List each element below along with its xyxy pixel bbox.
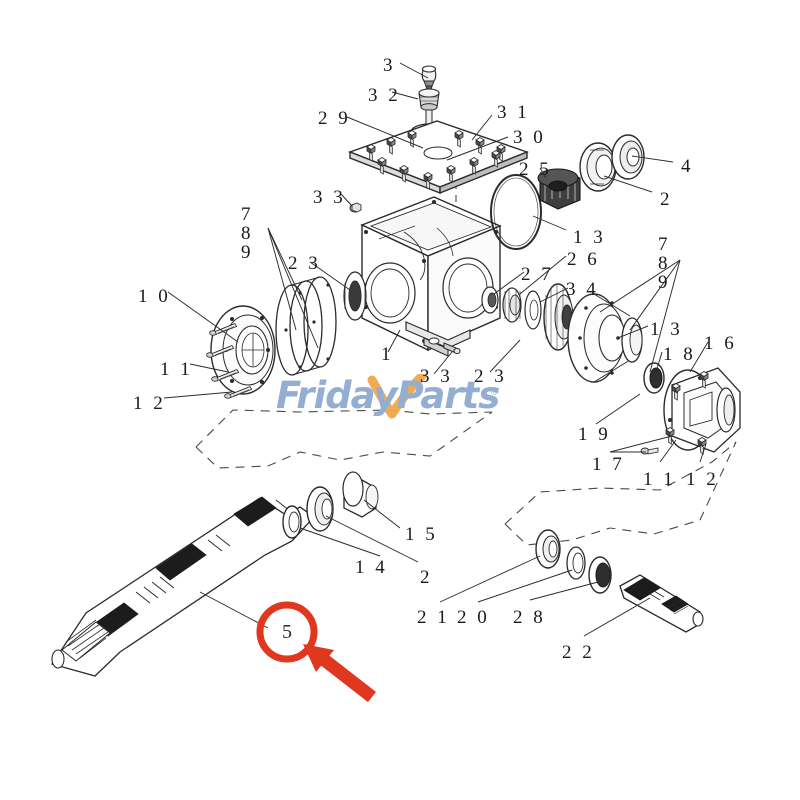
callout-label-c2a: 2 <box>660 189 673 210</box>
group-boundary-right <box>504 441 737 546</box>
part-yoke-16 <box>663 367 741 455</box>
watermark-swoosh-icon <box>367 374 427 419</box>
callout-label-c23C: 2 3 <box>474 366 507 387</box>
callout-label-c17: 1 7 <box>592 454 625 475</box>
part-seal-18 <box>643 362 665 394</box>
highlight-callout-number: 5 <box>282 621 292 643</box>
part-bellows-25 <box>537 168 581 210</box>
watermark-registered-mark: ® <box>490 388 499 398</box>
callout-label-c30: 3 0 <box>513 127 546 148</box>
callout-label-c15: 1 5 <box>405 524 438 545</box>
callout-label-c31: 3 1 <box>497 102 530 123</box>
callout-label-c28: 2 8 <box>513 607 546 628</box>
callout-label-c16: 1 6 <box>704 333 737 354</box>
callout-label-c20: 2 0 <box>457 607 490 628</box>
callout-label-c26: 2 6 <box>567 249 600 270</box>
part-spacer-20 <box>566 546 586 580</box>
part-seal-28 <box>588 556 612 594</box>
part-output-shaft-22 <box>619 574 704 633</box>
watermark: FridayParts ® <box>276 374 518 420</box>
part-main-housing <box>343 196 502 357</box>
part-right-housing-cap <box>567 293 643 383</box>
callout-label-c29: 2 9 <box>318 108 351 129</box>
callout-label-c33a: 3 3 <box>313 187 346 208</box>
part-small-bearing-27 <box>481 286 499 314</box>
callout-label-c14: 1 4 <box>355 557 388 578</box>
highlight-arrow <box>303 644 376 703</box>
part-bearing-2-shaft <box>306 486 334 532</box>
callout-label-c32: 3 2 <box>368 85 401 106</box>
callout-label-c23L: 2 3 <box>288 253 321 274</box>
part-bearing-2-top <box>579 142 617 192</box>
leader-lines <box>163 62 709 637</box>
callout-label-c10: 1 0 <box>138 286 171 307</box>
part-plug-33 <box>349 202 362 213</box>
watermark-text: FridayParts <box>276 374 500 417</box>
callout-label-c22: 2 2 <box>562 642 595 663</box>
callout-label-c2b: 2 <box>420 567 433 588</box>
part-shim-34 <box>524 290 542 330</box>
callout-label-c4: 4 <box>681 156 694 177</box>
callout-label-c25: 2 5 <box>519 159 552 180</box>
callout-label-c1: 1 <box>381 344 394 365</box>
callout-label-c11L: 1 1 <box>160 359 193 380</box>
callout-label-c19: 1 9 <box>578 424 611 445</box>
callout-label-c12L: 1 2 <box>133 393 166 414</box>
group-boundary-left <box>195 409 493 469</box>
part-bearing-4-top <box>611 134 645 180</box>
callout-label-c21: 2 1 <box>417 607 450 628</box>
part-left-spacer-rings-23 <box>275 276 337 376</box>
part-spacer-15 <box>342 471 379 518</box>
callout-label-c13a: 1 3 <box>573 227 606 248</box>
callout-label-c27: 2 7 <box>521 264 554 285</box>
callout-label-c12R: 1 2 <box>686 469 719 490</box>
callout-label-c34: 3 4 <box>566 279 599 300</box>
callout-label-c18: 1 8 <box>663 344 696 365</box>
callout-label-c3: 3 <box>383 55 396 76</box>
callout-label-c11R: 1 1 <box>643 469 676 490</box>
part-bearing-21 <box>535 529 561 569</box>
part-oring-13 <box>490 174 542 250</box>
highlight-annotation <box>256 601 376 703</box>
part-seal-14 <box>282 505 302 539</box>
part-left-cover-10 <box>206 305 276 399</box>
callout-label-c33b: 3 3 <box>420 366 453 387</box>
part-top-cover-plate <box>347 120 530 195</box>
callout-label-c13b: 1 3 <box>650 319 683 340</box>
part-gear-26 <box>502 287 522 323</box>
part-pin-17 <box>640 447 659 455</box>
part-main-shaft-5 <box>50 496 315 677</box>
highlight-circle <box>256 601 318 663</box>
